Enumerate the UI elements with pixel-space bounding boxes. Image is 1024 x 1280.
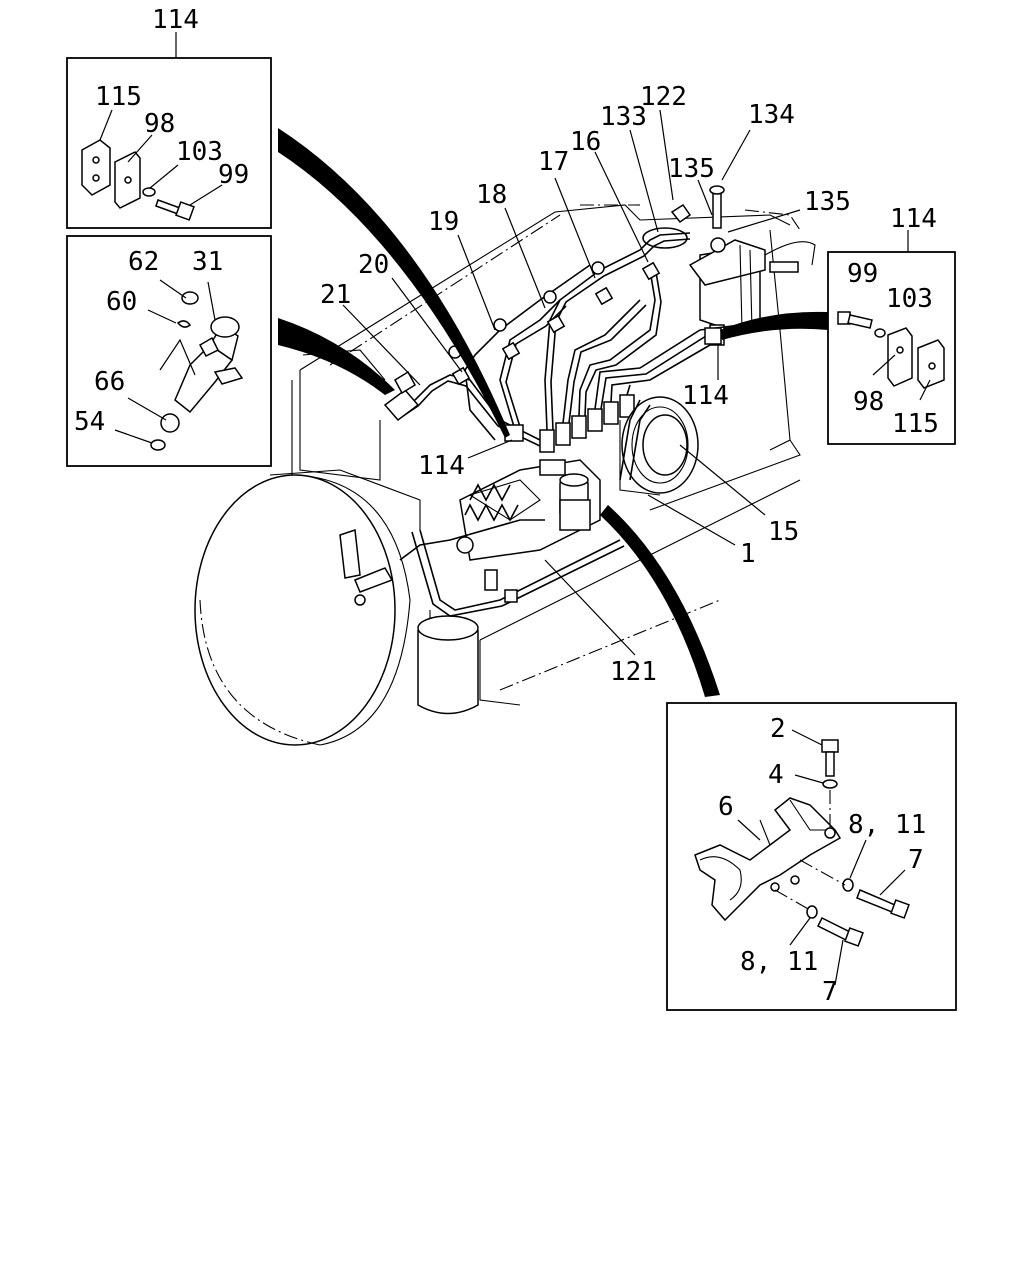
callout-4: 4 xyxy=(768,760,784,790)
fuel-lines xyxy=(354,227,741,617)
clamp-icon xyxy=(81,139,141,209)
injection-pump-icon xyxy=(456,394,635,561)
injector-icon xyxy=(150,291,244,451)
callout-8-11-upper: 8, 11 xyxy=(848,810,926,840)
callout-134: 134 xyxy=(748,100,795,130)
callout-7-upper: 7 xyxy=(908,845,924,875)
callout-99-right: 99 xyxy=(847,259,878,289)
callout-114-top: 114 xyxy=(152,5,199,35)
callout-103: 103 xyxy=(176,137,223,167)
pointer-arcs xyxy=(278,128,828,697)
leader-lines xyxy=(342,109,801,656)
bolt-icon xyxy=(142,187,195,221)
callout-114-left: 114 xyxy=(418,451,465,481)
callout-99: 99 xyxy=(218,160,249,190)
callout-1: 1 xyxy=(740,539,756,569)
callout-115: 115 xyxy=(95,82,142,112)
callout-98: 98 xyxy=(144,109,175,139)
callout-98-right: 98 xyxy=(853,387,884,417)
callout-21: 21 xyxy=(320,280,351,310)
bolt-icon xyxy=(837,311,886,338)
bracket-icon xyxy=(694,797,842,922)
callout-121: 121 xyxy=(610,657,657,687)
callout-133: 133 xyxy=(600,102,647,132)
callout-6: 6 xyxy=(718,792,734,822)
callout-20: 20 xyxy=(358,250,389,280)
callout-19: 19 xyxy=(428,207,459,237)
callout-62: 62 xyxy=(128,247,159,277)
callout-31: 31 xyxy=(192,247,223,277)
callout-7-lower: 7 xyxy=(822,977,838,1007)
callout-122: 122 xyxy=(640,82,687,112)
engine-block xyxy=(291,204,801,715)
clamp-icon xyxy=(887,327,945,389)
callout-18: 18 xyxy=(476,180,507,210)
callout-135-upper: 135 xyxy=(668,154,715,184)
flywheel-housing xyxy=(194,469,421,746)
callout-115-right: 115 xyxy=(892,409,939,439)
callout-103-right: 103 xyxy=(886,284,933,314)
callout-114-right: 114 xyxy=(890,204,937,234)
callout-135-lower: 135 xyxy=(804,187,851,217)
callout-54: 54 xyxy=(74,407,105,437)
callout-114-mid: 114 xyxy=(682,381,729,411)
oil-filter-icon xyxy=(417,615,479,715)
callout-15: 15 xyxy=(768,517,799,547)
callout-17: 17 xyxy=(538,147,569,177)
bolt-icon xyxy=(806,739,910,947)
callout-8-11-lower: 8, 11 xyxy=(740,947,818,977)
callout-16: 16 xyxy=(570,127,601,157)
callout-2: 2 xyxy=(770,714,786,744)
callout-60: 60 xyxy=(106,287,137,317)
pump-drive-icon xyxy=(619,396,699,496)
fuel-filter-icon xyxy=(670,185,816,346)
callout-66: 66 xyxy=(94,367,125,397)
